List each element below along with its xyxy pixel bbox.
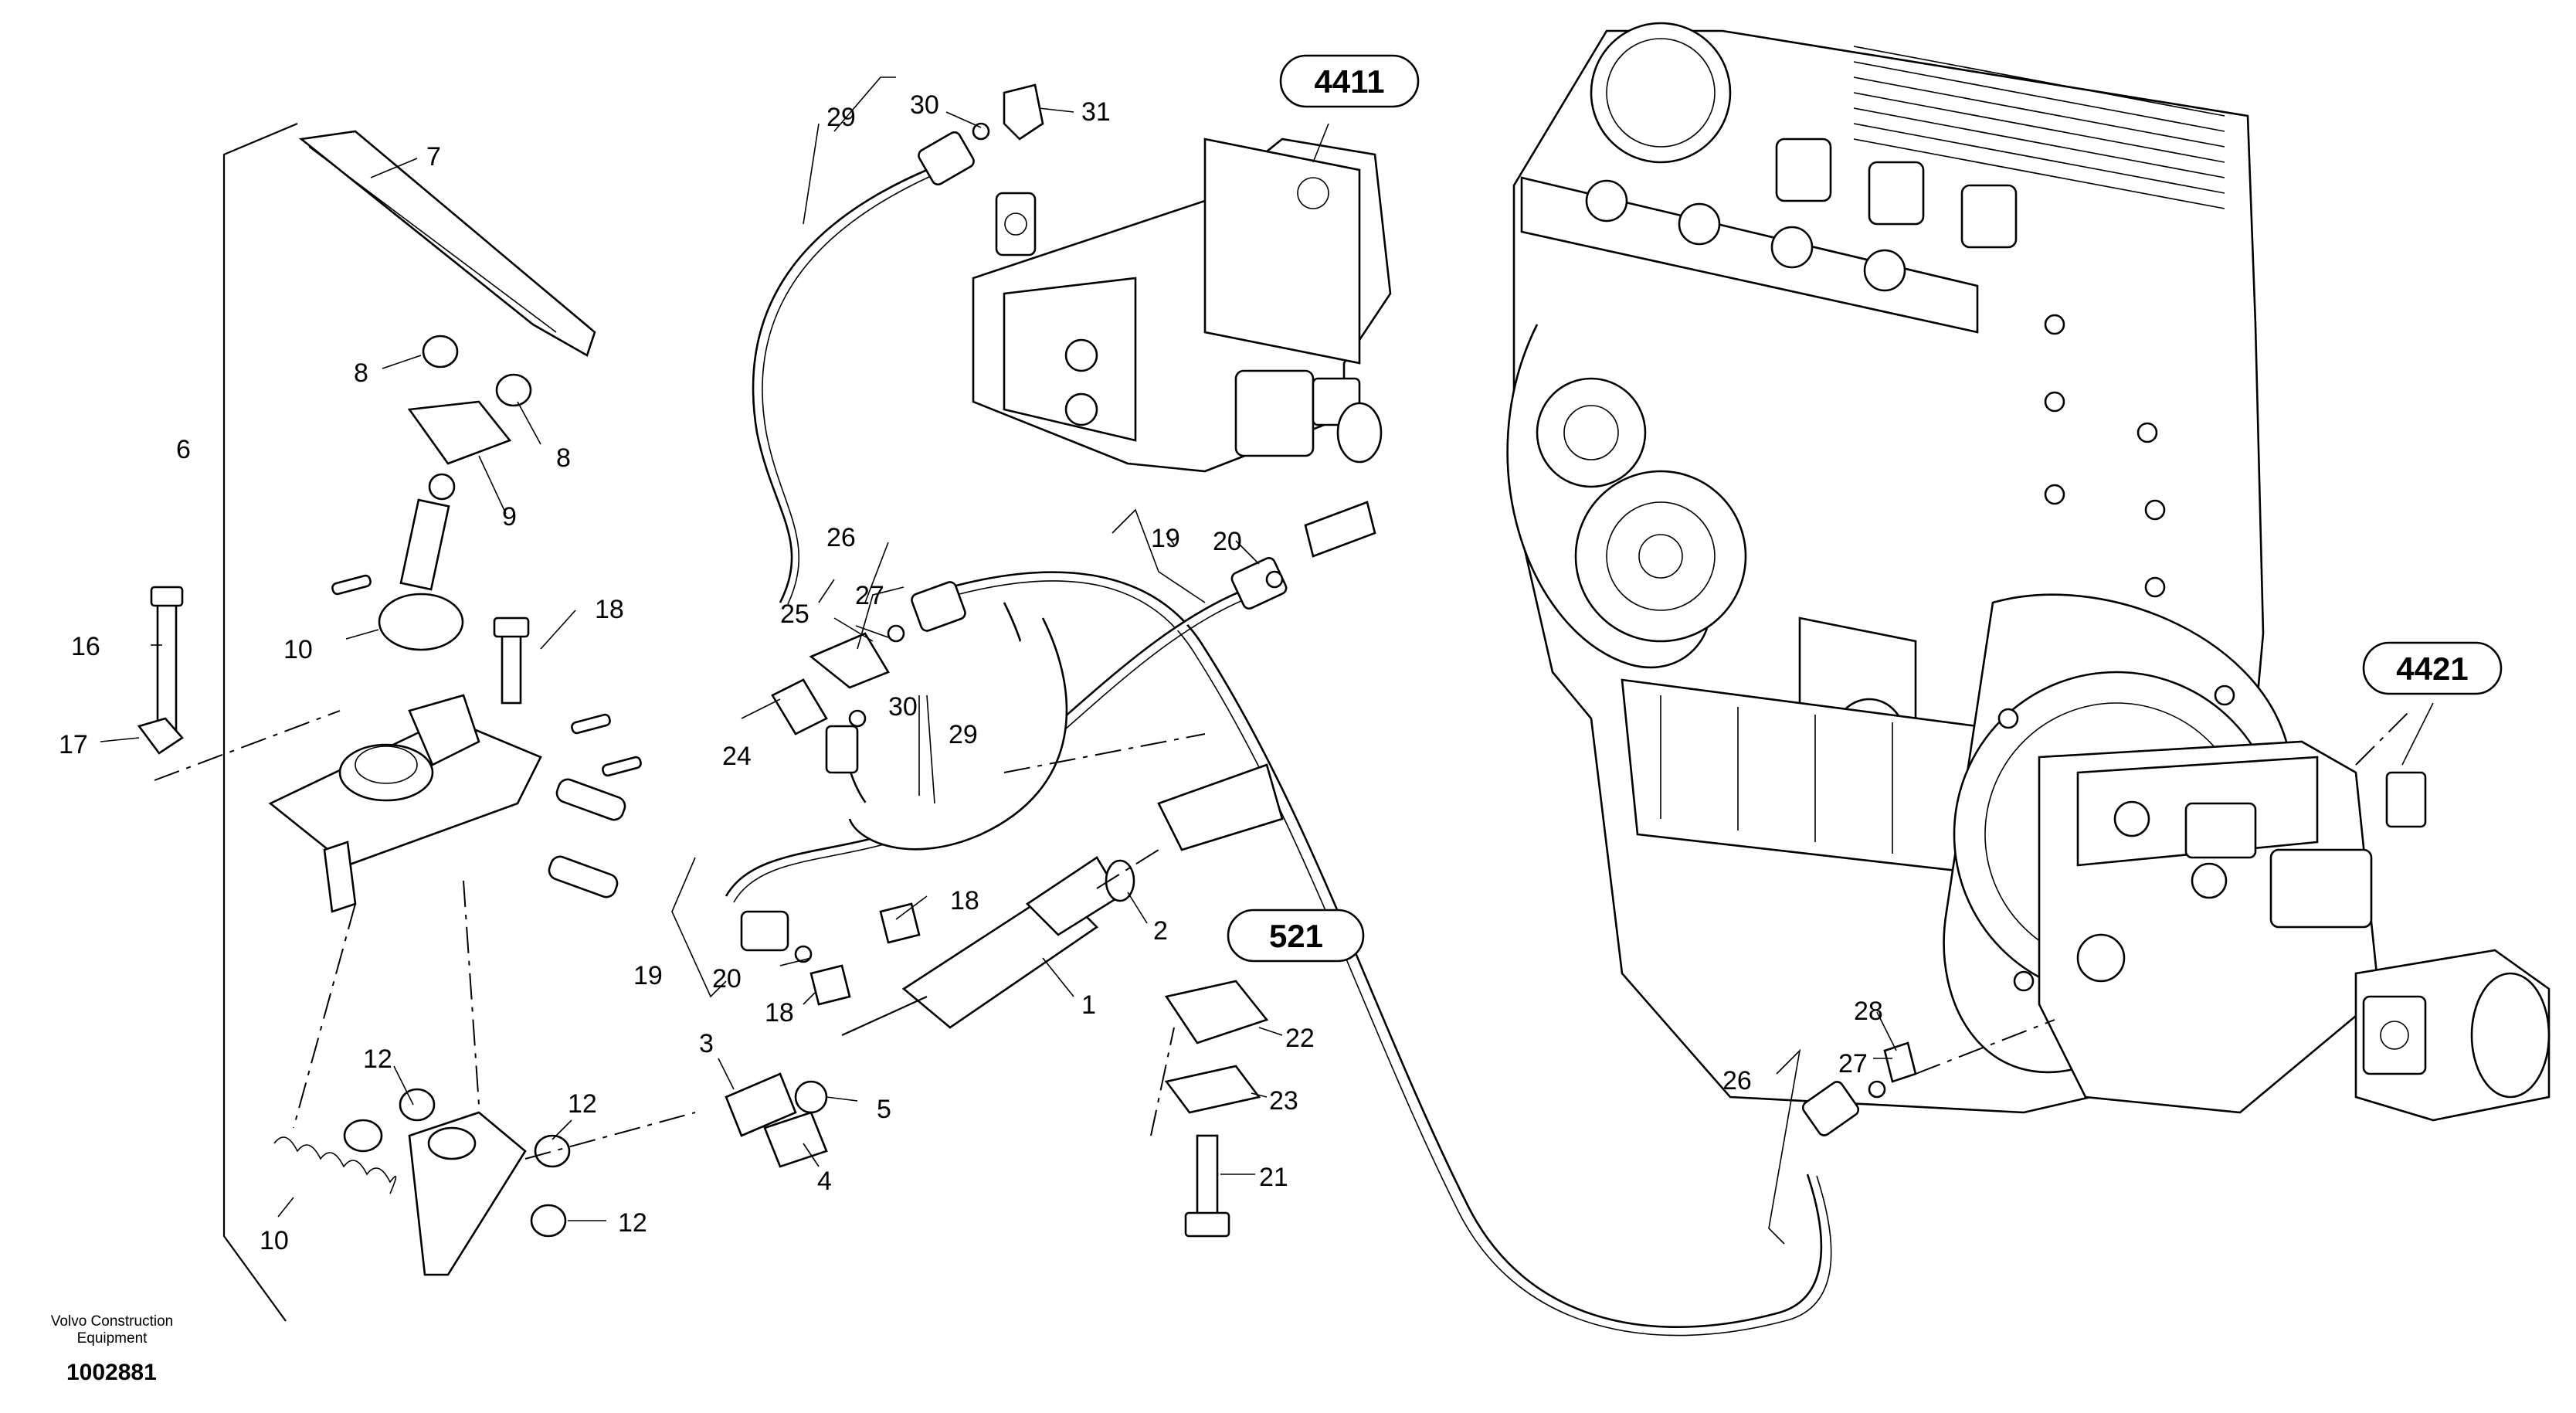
callout-27-upper: 27 [855,581,884,610]
callout-11: 10 [283,635,313,664]
manufacturer-line-1: Volvo Construction [50,1313,174,1330]
reference-box-521 [1227,909,1365,963]
reference-box-4411 [1279,54,1420,108]
callout-12-bottom: 12 [618,1208,647,1238]
document-number: 1002881 [66,1360,157,1385]
reference-callouts: 4411 4421 521 [1227,54,2503,963]
callout-2: 2 [1153,916,1168,946]
reference-box-4421 [2362,641,2503,695]
callout-9: 9 [502,502,517,532]
callout-10: 10 [260,1226,289,1255]
callout-22: 22 [1285,1024,1315,1053]
callout-15: 18 [595,595,624,624]
reference-521: 521 [1269,918,1323,954]
callout-12-left: 12 [363,1044,392,1074]
callout-29-lower: 29 [949,720,978,749]
main-hydraulic-pump-illustration [2038,740,2551,1122]
callout-12-right: 12 [568,1089,597,1119]
callout-4: 4 [817,1167,832,1196]
callout-18-upper: 18 [950,886,979,915]
callout-17: 17 [59,730,88,759]
hoses [725,83,1917,1337]
callout-25: 25 [780,600,809,629]
manufacturer-label: Volvo Construction Equipment [31,1313,193,1347]
callout-8-upper: 8 [354,358,368,388]
reference-4411: 4411 [1314,63,1384,100]
manufacturer-line-2: Equipment [76,1330,148,1347]
callout-23: 23 [1269,1086,1298,1116]
callout-1: 1 [1081,990,1096,1020]
callout-24: 24 [722,742,752,771]
actuator-cylinder-illustration [725,122,1886,1238]
callout-19-lower: 19 [633,961,663,990]
callout-20-upper: 20 [1213,527,1242,556]
callout-31: 31 [1081,97,1111,127]
callout-29-top: 29 [826,103,856,132]
callout-6: 6 [176,435,191,464]
callout-18-lower: 18 [765,998,794,1027]
callout-21: 21 [1259,1163,1288,1192]
callout-28: 28 [1854,997,1883,1026]
callout-27-lower: 27 [1838,1049,1868,1078]
pedal-assembly-illustration [137,122,2411,1322]
callout-numbers: 7 8 8 9 6 16 10 18 17 12 12 12 10 29 30 … [59,90,1883,1255]
callout-5: 5 [877,1095,891,1124]
pilot-valve-illustration [972,138,1392,473]
callout-8-lower: 8 [556,443,571,473]
callout-16: 16 [71,632,100,661]
callout-30-top: 30 [910,90,939,120]
callout-26-upper: 26 [826,523,856,552]
callout-20-lower: 20 [712,964,742,994]
leader-lines [100,76,2434,1245]
callout-7: 7 [426,142,441,172]
callout-19-upper: 19 [1151,524,1180,553]
callout-30-lower: 30 [888,692,918,722]
callout-3: 3 [699,1029,714,1058]
reference-4421: 4421 [2396,650,2468,687]
callout-26-lower: 26 [1722,1066,1752,1095]
